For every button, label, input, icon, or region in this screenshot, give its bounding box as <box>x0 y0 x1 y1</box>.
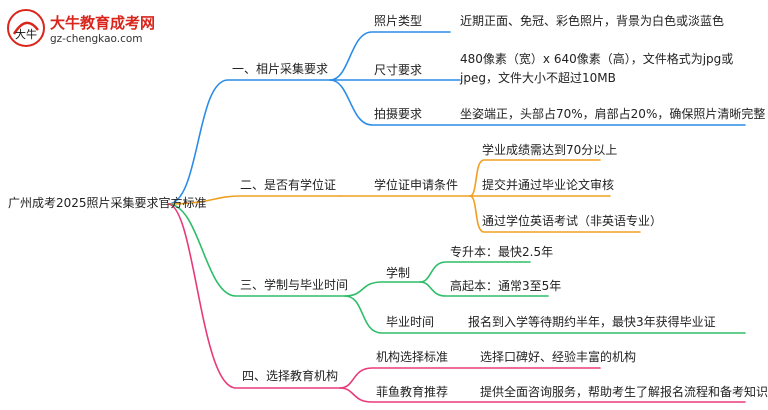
b3-system-item-2: 高起本：通常3至5年 <box>450 279 562 293</box>
logo-mark-icon: 大牛 <box>7 9 45 47</box>
b1-photo-type-detail: 近期正面、免冠、彩色照片，背景为白色或淡蓝色 <box>460 14 725 28</box>
connector-b1-shooting <box>329 79 746 126</box>
b4-recommend-label: 菲鱼教育推荐 <box>376 385 449 399</box>
b4-standard-detail: 选择口碑好、经验丰富的机构 <box>480 350 637 364</box>
branch-3-label: 三、学制与毕业时间 <box>240 278 349 292</box>
b3-graduation-label: 毕业时间 <box>386 315 435 329</box>
connector-b3-graduation <box>344 295 746 334</box>
connector-root-branch-3 <box>167 203 346 297</box>
b1-size-label: 尺寸要求 <box>374 63 423 77</box>
logo-url: gz-chengkao.com <box>50 33 143 45</box>
connector-root-branch-2 <box>167 195 341 205</box>
connector-root-branch-4 <box>167 203 341 389</box>
connector-b4-standard <box>339 367 601 389</box>
connector-b1-photo-type <box>329 31 451 81</box>
b1-shooting-label: 拍摄要求 <box>374 107 423 121</box>
b2-item-2: 提交并通过毕业论文审核 <box>482 178 615 192</box>
branch-4-label: 四、选择教育机构 <box>242 369 339 383</box>
b3-system-label: 学制 <box>386 266 411 280</box>
connector-b3-system <box>344 281 421 297</box>
connector-b3-system-item-2 <box>419 281 549 297</box>
b1-photo-type-label: 照片类型 <box>374 14 423 28</box>
b2-item-1: 学业成绩需达到70分以上 <box>482 143 618 157</box>
connector-b3-system-item-1 <box>419 261 531 283</box>
b2-item-3: 通过学位英语考试（非英语专业） <box>482 214 663 228</box>
branch-2-label: 二、是否有学位证 <box>240 178 337 192</box>
connector-root-branch-1 <box>167 79 331 205</box>
logo-title: 大牛教育成考网 <box>50 14 156 32</box>
b1-size-detail: 480像素（宽）x 640像素（高），文件格式为jpg或jpeg，文件大小不超过… <box>460 52 734 85</box>
b2-condition-label: 学位证申请条件 <box>374 178 459 192</box>
branch-1-label: 一、相片采集要求 <box>232 62 329 76</box>
connector-b2-item-1 <box>469 159 601 197</box>
b1-shooting-detail: 坐姿端正，头部占70%，肩部占20%，确保照片清晰完整 <box>460 107 766 121</box>
connector-b2-item-3 <box>469 195 641 233</box>
connector-b4-recommend <box>339 387 746 403</box>
root-node: 广州成考2025照片采集要求官方标准 <box>8 196 207 210</box>
b4-standard-label: 机构选择标准 <box>376 350 449 364</box>
b3-system-item-1: 专升本：最快2.5年 <box>450 245 554 259</box>
svg-text:大牛: 大牛 <box>15 27 37 41</box>
b4-recommend-detail: 提供全面咨询服务，帮助考生了解报名流程和备考知识 <box>480 385 768 399</box>
b3-graduation-detail: 报名到入学等待期约半年，最快3年获得毕业证 <box>468 315 716 329</box>
logo: 大牛 大牛教育成考网 gz-chengkao.com <box>6 6 186 52</box>
mindmap-connectors <box>167 31 746 403</box>
